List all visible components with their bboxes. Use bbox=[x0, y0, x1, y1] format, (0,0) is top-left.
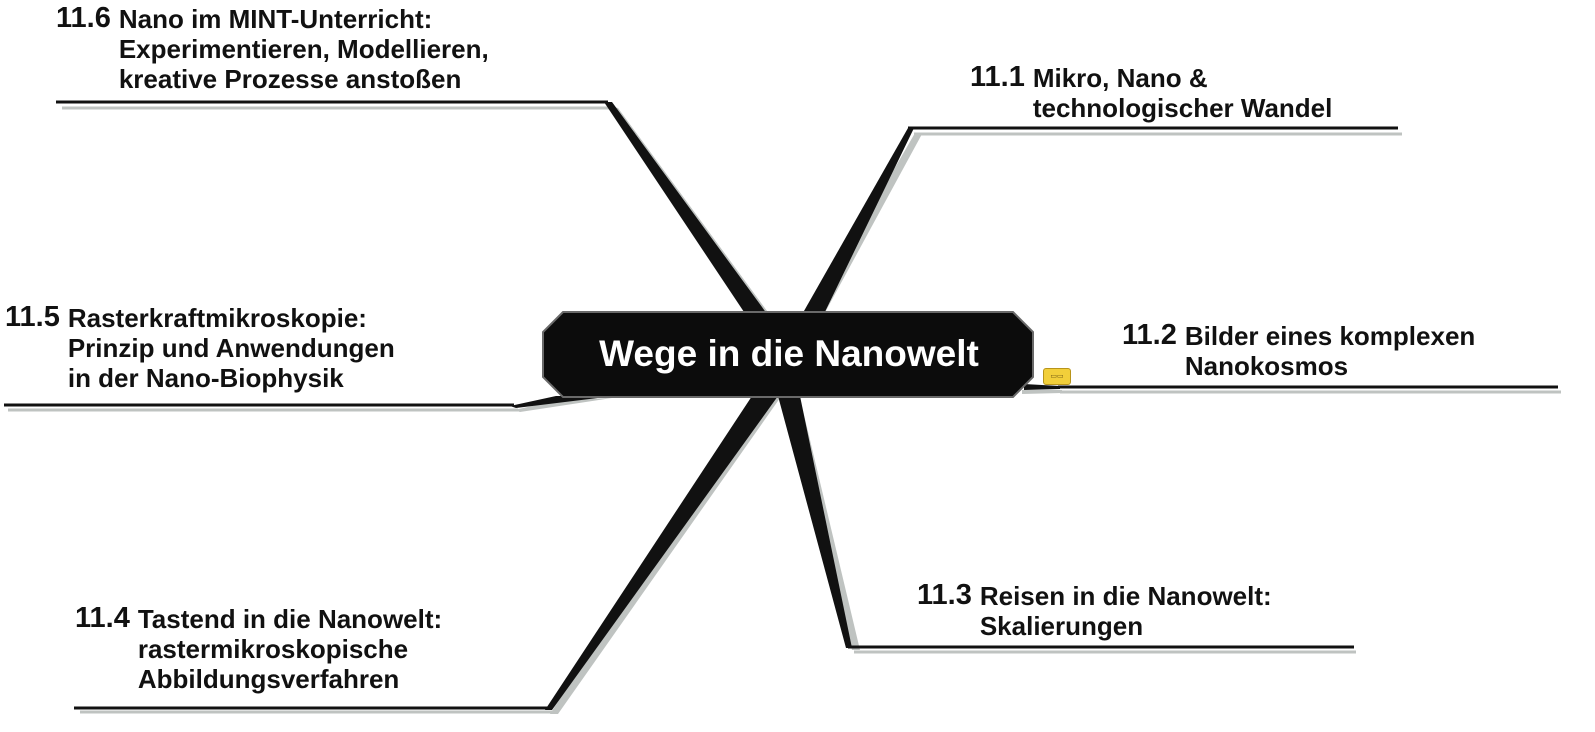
topic-11-6[interactable]: 11.6 Nano im MINT-Unterricht: Experiment… bbox=[56, 2, 489, 95]
topic-11-1[interactable]: 11.1 Mikro, Nano & technologischer Wande… bbox=[970, 61, 1333, 124]
topic-text-line: kreative Prozesse anstoßen bbox=[118, 64, 462, 94]
topic-number: 11.1 bbox=[970, 61, 1025, 93]
topic-text-line: Abbildungsverfahren bbox=[137, 664, 400, 694]
topic-number: 11.6 bbox=[56, 2, 111, 34]
branches bbox=[510, 102, 1060, 710]
topic-text-line: technologischer Wandel bbox=[1032, 93, 1333, 123]
topic-text-line: Experimentieren, Modellieren, bbox=[118, 34, 489, 64]
topic-number: 11.3 bbox=[917, 579, 972, 611]
branch-11-3 bbox=[778, 396, 852, 648]
central-node-title[interactable]: Wege in die Nanowelt bbox=[599, 333, 979, 374]
topic-text-line: rastermikroskopische bbox=[137, 634, 409, 664]
topic-underlines bbox=[4, 100, 1558, 710]
topic-text-line: Bilder eines komplexen bbox=[1184, 321, 1476, 351]
branch-11-2 bbox=[1024, 384, 1060, 390]
topic-text-line: Nanokosmos bbox=[1184, 351, 1349, 381]
topic-text-line: Rasterkraftmikroskopie: bbox=[67, 303, 367, 333]
topic-11-4[interactable]: 11.4 Tastend in die Nanowelt: rastermikr… bbox=[75, 602, 443, 695]
topic-11-3[interactable]: 11.3 Reisen in die Nanowelt: Skalierunge… bbox=[917, 579, 1272, 642]
branch-11-6 bbox=[604, 102, 770, 318]
topic-text-line: Prinzip und Anwendungen bbox=[67, 333, 395, 363]
topic-text-line: in der Nano-Biophysik bbox=[67, 363, 344, 393]
central-node-shape bbox=[542, 311, 1034, 398]
topic-text-line: Skalierungen bbox=[979, 611, 1144, 641]
topic-text-line: Tastend in die Nanowelt: bbox=[137, 604, 443, 634]
topic-11-2[interactable]: 11.2 Bilder eines komplexen Nanokosmos bbox=[1122, 319, 1476, 382]
topic-number: 11.4 bbox=[75, 602, 130, 634]
branch-11-4 bbox=[545, 396, 778, 710]
branch-11-1 bbox=[800, 128, 914, 318]
note-icon[interactable]: ▭▭ bbox=[1043, 368, 1071, 385]
underline-shadows bbox=[8, 106, 1561, 714]
topic-number: 11.2 bbox=[1122, 319, 1177, 351]
topic-text-line: Mikro, Nano & bbox=[1032, 63, 1208, 93]
branch-11-5 bbox=[510, 396, 614, 408]
topic-text-line: Reisen in die Nanowelt: bbox=[979, 581, 1272, 611]
topic-11-5[interactable]: 11.5 Rasterkraftmikroskopie: Prinzip und… bbox=[5, 301, 395, 394]
topic-text-line: Nano im MINT-Unterricht: bbox=[118, 4, 433, 34]
topic-number: 11.5 bbox=[5, 301, 60, 333]
